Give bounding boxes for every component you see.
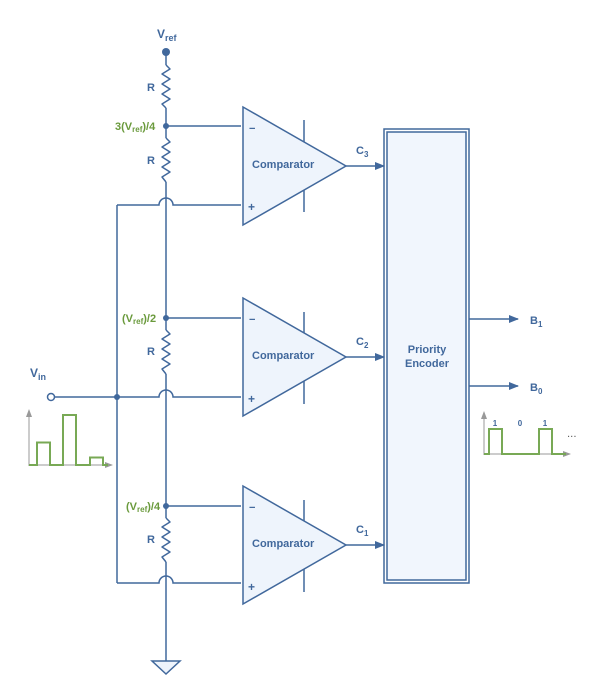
encoder-label-line2: Encoder (405, 358, 450, 370)
comparator-2-body (242, 296, 348, 418)
resistor-third-label: R (147, 346, 155, 358)
tap-3-4-label: 3(Vref)/4 (115, 121, 156, 134)
vin-label: Vin (30, 366, 46, 382)
comparator-3: Comparator − + C3 (242, 105, 385, 227)
resistor-bottom (161, 517, 171, 563)
comparator-1: Comparator − + C1 (242, 484, 385, 606)
comparator-3-label: Comparator (252, 159, 315, 171)
comparator-3-minus: − (249, 123, 255, 135)
wire-plus-2 (117, 389, 241, 398)
comparator-1-plus: + (248, 580, 255, 594)
comparator-2-label: Comparator (252, 350, 315, 362)
comparator-3-plus: + (248, 200, 255, 214)
b1-label: B1 (530, 315, 543, 329)
vin-terminal (46, 392, 56, 402)
c1-label: C1 (356, 524, 369, 538)
input-waveform (26, 409, 113, 468)
c3-label: C3 (356, 145, 369, 159)
priority-encoder: Priority Encoder (383, 128, 470, 584)
ground-icon (150, 660, 182, 676)
priority-encoder-body (386, 131, 467, 581)
wire-plus-3 (117, 197, 241, 206)
output-waveform-signal (484, 428, 566, 455)
comparator-2-minus: − (249, 314, 255, 326)
output-bit-1: 1 (493, 419, 498, 428)
output-bit-2: 0 (518, 419, 523, 428)
wire-plus-1 (117, 575, 241, 584)
resistor-top (161, 64, 171, 109)
encoder-label-line1: Priority (408, 344, 447, 356)
input-waveform-signal (29, 414, 108, 466)
c2-label: C2 (356, 336, 369, 350)
comparator-2: Comparator − + C2 (242, 296, 385, 418)
resistor-second-label: R (147, 155, 155, 167)
resistor-top-label: R (147, 82, 155, 94)
comparator-3-body (242, 105, 348, 227)
comparator-1-label: Comparator (252, 538, 315, 550)
tap-1-2-label: (Vref)/2 (122, 313, 156, 326)
priority-encoder-outer (383, 128, 470, 584)
output-bit-3: 1 (543, 419, 548, 428)
comparator-1-minus: − (249, 502, 255, 514)
output-waveform: 1 0 1 ··· (481, 411, 577, 457)
comparator-1-body (242, 484, 348, 606)
resistor-third (161, 329, 171, 375)
output-waveform-ellipsis: ··· (567, 432, 577, 443)
resistor-bottom-label: R (147, 534, 155, 546)
comparator-2-plus: + (248, 392, 255, 406)
b0-label: B0 (530, 382, 543, 396)
vref-label: Vref (157, 27, 178, 43)
tap-1-4-label: (Vref)/4 (126, 501, 161, 514)
resistor-second (161, 137, 171, 183)
